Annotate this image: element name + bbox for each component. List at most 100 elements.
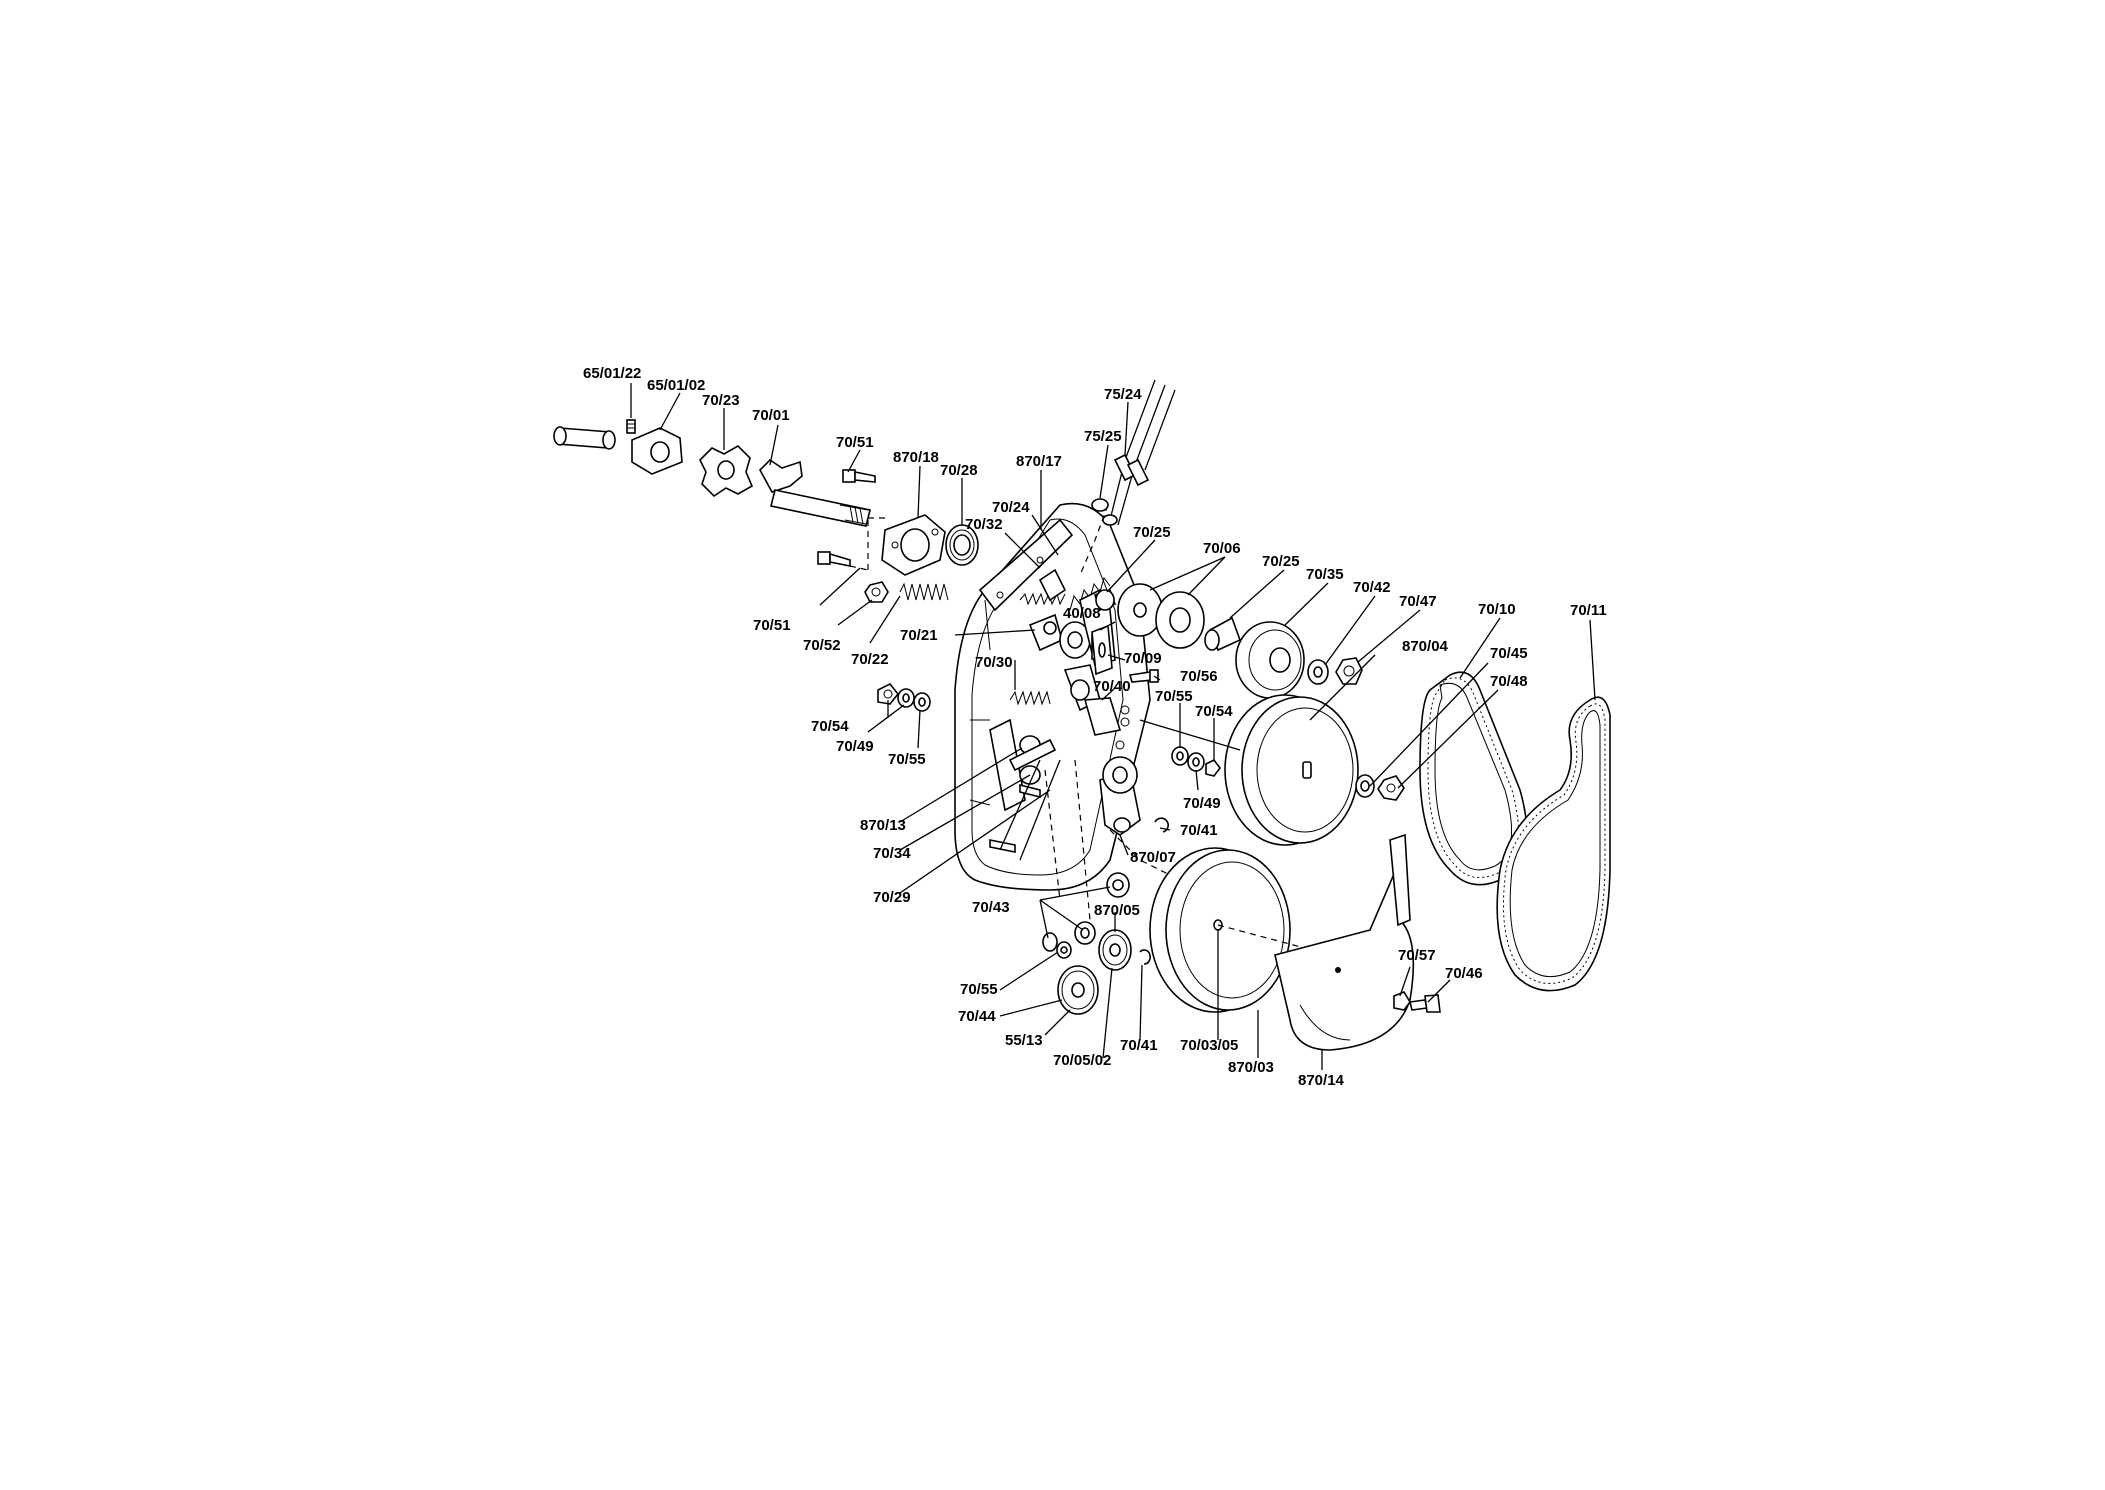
- ball-bearing: [945, 524, 979, 566]
- bolt: [842, 469, 876, 483]
- label-70-54b: 70/54: [811, 718, 849, 735]
- label-70-41b: 70/41: [1120, 1037, 1158, 1054]
- label-70-29: 70/29: [873, 889, 911, 906]
- label-70-45: 70/45: [1490, 645, 1528, 662]
- pulley-half: [1117, 583, 1163, 637]
- drive-shaft: [759, 458, 871, 527]
- washer: [1355, 774, 1375, 798]
- hex-nut: [1335, 657, 1363, 685]
- label-70-06: 70/06: [1203, 540, 1241, 557]
- washer-small: [1042, 932, 1072, 959]
- label-70-25b: 70/25: [1262, 553, 1300, 570]
- bolt-small: [1409, 994, 1441, 1013]
- leader-lines: [630, 383, 1596, 1070]
- control-cables: [1109, 379, 1176, 526]
- label-70-51a: 70/51: [836, 434, 874, 451]
- part-labels: 65/01/22 65/01/02 70/23 70/01 70/51 870/…: [583, 365, 1607, 1089]
- label-70-46: 70/46: [1445, 965, 1483, 982]
- label-70-54a: 70/54: [1195, 703, 1233, 720]
- set-screw: [626, 419, 636, 434]
- circlip: [1139, 949, 1151, 965]
- coupling-spider: [699, 445, 754, 498]
- label-70-03-05: 70/03/05: [1180, 1037, 1238, 1054]
- bushing: [1093, 588, 1117, 612]
- linkage-rod: [1019, 759, 1061, 861]
- tension-roller: [1099, 756, 1141, 836]
- washer-stack: [1171, 746, 1221, 777]
- label-70-28: 70/28: [940, 462, 978, 479]
- label-70-05-02: 70/05/02: [1053, 1052, 1111, 1069]
- label-70-30: 70/30: [975, 654, 1013, 671]
- guide-dash: [1074, 759, 1091, 921]
- label-70-44: 70/44: [958, 1008, 996, 1025]
- label-70-23: 70/23: [702, 392, 740, 409]
- tension-spring: [1009, 690, 1051, 706]
- label-870-05: 870/05: [1094, 902, 1140, 919]
- linkage-rod: [999, 759, 1041, 851]
- label-70-49b: 70/49: [1183, 795, 1221, 812]
- label-870-03: 870/03: [1228, 1059, 1274, 1076]
- washer: [1074, 921, 1096, 945]
- label-65-01-02: 65/01/02: [647, 377, 705, 394]
- pulley-half: [1155, 591, 1205, 649]
- washer: [1307, 659, 1329, 685]
- label-870-07: 870/07: [1130, 849, 1176, 866]
- v-belt-70-11: [1496, 696, 1611, 992]
- label-75-24: 75/24: [1104, 386, 1142, 403]
- label-70-41a: 70/41: [1180, 822, 1218, 839]
- label-70-21: 70/21: [900, 627, 938, 644]
- label-70-10: 70/10: [1478, 601, 1516, 618]
- label-70-55a: 70/55: [1155, 688, 1193, 705]
- label-70-51b: 70/51: [753, 617, 791, 634]
- sprocket-870-05: [1098, 929, 1132, 971]
- label-70-25a: 70/25: [1133, 524, 1171, 541]
- label-870-13: 870/13: [860, 817, 906, 834]
- coupling-hub: [631, 427, 683, 475]
- label-70-24: 70/24: [992, 499, 1030, 516]
- label-870-04: 870/04: [1402, 638, 1449, 655]
- label-70-55b: 70/55: [888, 751, 926, 768]
- label-70-55c: 70/55: [960, 981, 998, 998]
- bearing-flange: [881, 514, 946, 576]
- label-70-47: 70/47: [1399, 593, 1437, 610]
- bolt: [817, 551, 851, 567]
- axle-line: [1139, 719, 1241, 751]
- label-70-48: 70/48: [1490, 673, 1528, 690]
- main-pulley-lower: [1149, 847, 1291, 1013]
- guide-dash: [1079, 504, 1109, 576]
- label-870-14: 870/14: [1298, 1072, 1345, 1089]
- label-870-18: 870/18: [893, 449, 939, 466]
- label-70-35: 70/35: [1306, 566, 1344, 583]
- spacer-plate: [1091, 624, 1113, 676]
- label-870-17: 870/17: [1016, 453, 1062, 470]
- label-70-11: 70/11: [1570, 602, 1607, 619]
- label-55-13: 55/13: [1005, 1032, 1043, 1049]
- label-70-34: 70/34: [873, 845, 911, 862]
- label-70-32: 70/32: [965, 516, 1003, 533]
- washer-stack: [877, 682, 931, 712]
- label-40-08: 40/08: [1063, 605, 1101, 622]
- label-70-01: 70/01: [752, 407, 790, 424]
- circlip: [1154, 817, 1169, 833]
- label-70-49a: 70/49: [836, 738, 874, 755]
- label-70-42: 70/42: [1353, 579, 1391, 596]
- label-70-09: 70/09: [1124, 650, 1162, 667]
- main-pulley-upper: [1224, 694, 1359, 846]
- label-65-01-22: 65/01/22: [583, 365, 641, 382]
- nut: [864, 581, 889, 603]
- idler-pulley-small: [1059, 621, 1091, 659]
- washer: [1106, 872, 1130, 898]
- hex-nut: [1377, 775, 1405, 801]
- label-70-57: 70/57: [1398, 947, 1436, 964]
- label-70-52: 70/52: [803, 637, 841, 654]
- nut-small: [1393, 991, 1411, 1011]
- guide-dash: [1109, 829, 1171, 876]
- label-70-22: 70/22: [851, 651, 889, 668]
- gear-55-13: [1057, 965, 1099, 1015]
- label-70-56: 70/56: [1180, 668, 1218, 685]
- v-belt-70-10: [1419, 671, 1528, 886]
- bracket-plate: [978, 518, 1074, 612]
- belt-guard: [1274, 833, 1415, 1051]
- guide-dash: [849, 565, 869, 571]
